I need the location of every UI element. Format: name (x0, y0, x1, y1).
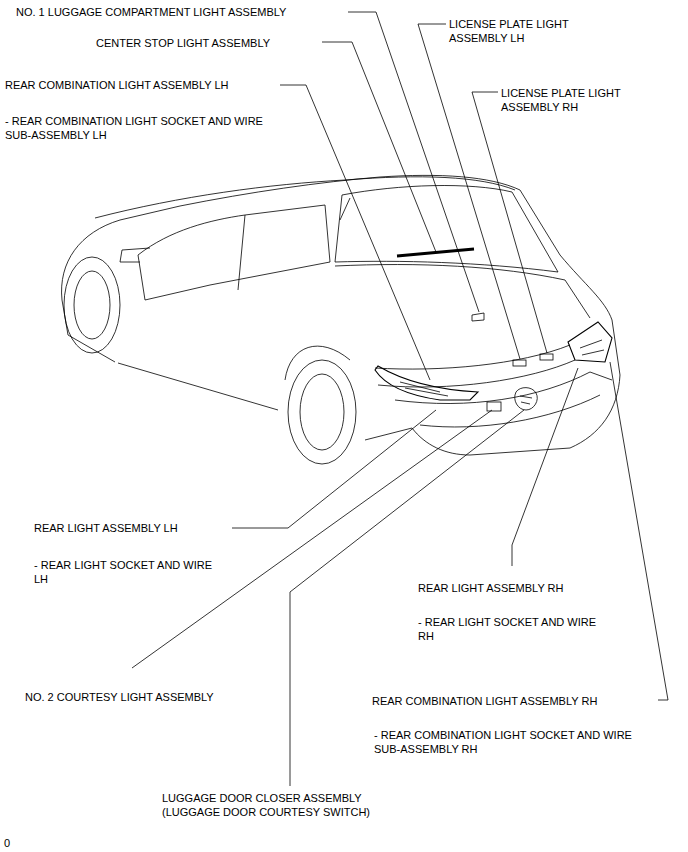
part-label: - REAR COMBINATION LIGHT SOCKET AND WIRE… (374, 728, 636, 756)
part-label: REAR LIGHT ASSEMBLY RH (418, 581, 618, 595)
part-label: LICENSE PLATE LIGHT ASSEMBLY RH (501, 86, 651, 114)
part-label: REAR COMBINATION LIGHT ASSEMBLY LH (5, 78, 285, 92)
part-label: NO. 1 LUGGAGE COMPARTMENT LIGHT ASSEMBLY (16, 5, 356, 19)
part-label: - REAR LIGHT SOCKET AND WIRE LH (34, 558, 219, 586)
part-label: - REAR COMBINATION LIGHT SOCKET AND WIRE… (5, 114, 267, 142)
part-label: LICENSE PLATE LIGHT ASSEMBLY LH (449, 17, 589, 45)
part-label: CENTER STOP LIGHT ASSEMBLY (96, 36, 326, 50)
part-label: REAR LIGHT ASSEMBLY LH (34, 521, 234, 535)
part-label: REAR COMBINATION LIGHT ASSEMBLY RH (372, 694, 662, 708)
part-label: LUGGAGE DOOR CLOSER ASSEMBLY (LUGGAGE DO… (162, 791, 398, 819)
part-label: - REAR LIGHT SOCKET AND WIRE RH (418, 615, 603, 643)
figure-number: 0 (4, 836, 34, 850)
part-label: NO. 2 COURTESY LIGHT ASSEMBLY (25, 690, 285, 704)
